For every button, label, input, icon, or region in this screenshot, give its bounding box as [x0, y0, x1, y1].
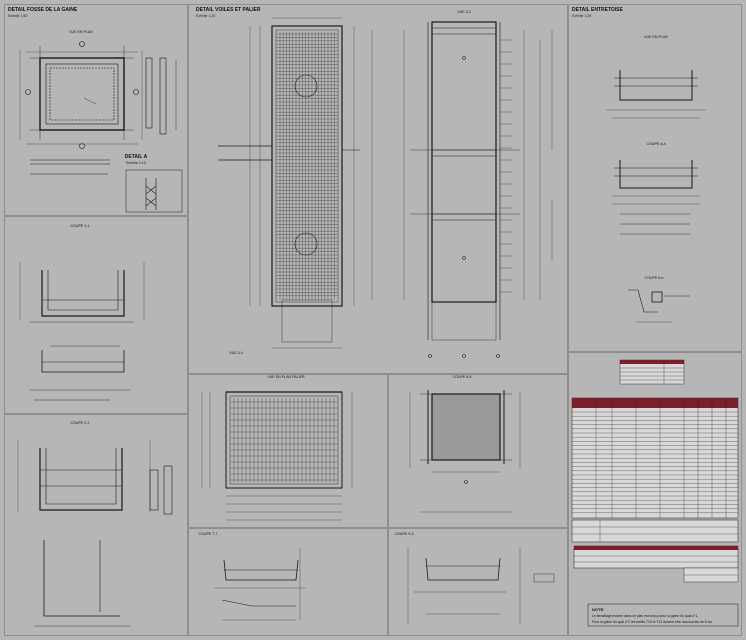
detail-a-drawing	[125, 169, 183, 213]
vue-3-3-drawing	[403, 21, 553, 358]
label-coupe-b-b: COUPE b-b	[644, 276, 664, 280]
panel-entretoise	[568, 4, 742, 352]
label-coupe-9-9: COUPE 9-9	[394, 532, 414, 536]
entretoise-title: DETAIL ENTRETOISE	[572, 7, 623, 13]
panel-fosse-plan	[4, 4, 188, 216]
fosse-scale: Echelle 1:50	[8, 14, 28, 18]
fosse-plan-view	[19, 41, 143, 149]
coupe-6-6-drawing	[409, 390, 521, 513]
note-box	[587, 603, 739, 627]
panel-coupe-6-6	[388, 374, 568, 528]
panel-fosse-coupe-1-1	[4, 216, 188, 414]
coupe-7-7-drawing	[214, 548, 306, 621]
panel-fosse-coupe-2-2	[4, 414, 188, 636]
panel-coupe-9-9	[388, 528, 568, 636]
label-vue-en-plan-palier: VUE EN PLAN PALIER	[267, 375, 305, 379]
bar-schedule-table	[571, 397, 739, 543]
vue-4-4-drawing	[218, 17, 373, 349]
panel-voiles	[188, 4, 568, 374]
label-vue-3-3: VUE 3-3	[457, 10, 471, 14]
fosse-side-bars	[30, 57, 177, 175]
coupe-2-2-drawing	[17, 440, 173, 627]
label-coupe-6-6: COUPE 6-6	[452, 375, 472, 379]
fosse-title: DETAIL FOSSE DE LA GAINE	[8, 7, 78, 13]
notes-line-2: Pour la gaine du quai n°2 les treillis T…	[592, 620, 714, 624]
label-detail-a-scale: Echelle 1:10	[126, 161, 146, 165]
entretoise-drawing	[606, 70, 706, 323]
panel-palier	[188, 374, 388, 528]
label-vue-en-plan-fosse: VUE EN PLAN	[69, 30, 93, 34]
notes-title: NOTE:	[592, 607, 605, 612]
label-vue-4-4: VUE 4-4	[229, 351, 243, 355]
voiles-title: DETAIL VOILES ET PALIER	[196, 7, 261, 13]
panel-coupe-7-7	[188, 528, 388, 636]
panel-tables	[568, 352, 742, 636]
notes-line-1: Le ferraillage montré dans ce plan est c…	[592, 614, 699, 618]
coupe-9-9-drawing	[407, 548, 555, 624]
voiles-scale: Echelle 1:25	[196, 14, 216, 18]
upper-summary-table	[619, 359, 685, 385]
label-detail-a: DETAIL A	[124, 154, 148, 160]
coupe-1-1-drawing	[19, 262, 145, 401]
label-coupe-1-1: COUPE 1-1	[70, 224, 90, 228]
label-coupe-2-2: COUPE 2-2	[70, 421, 90, 425]
label-vue-en-plan-entretoise: VUE EN PLAN	[644, 35, 668, 39]
palier-drawing	[201, 391, 353, 521]
label-coupe-a-a: COUPE a-a	[646, 142, 666, 146]
label-coupe-7-7: COUPE 7-7	[198, 532, 218, 536]
entretoise-scale: Echelle 1:25	[572, 14, 592, 18]
lower-summary-table	[573, 545, 739, 583]
